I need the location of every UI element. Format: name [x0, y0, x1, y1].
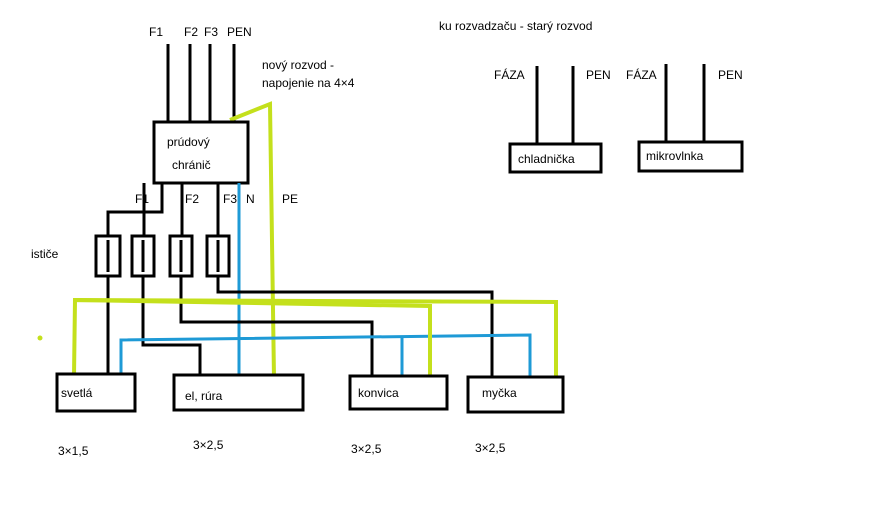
- feed-rura: [141, 276, 202, 378]
- cable-svetla: 3×1,5: [58, 444, 89, 458]
- old-mikrovlnka-phase-label: FÁZA: [626, 67, 657, 82]
- pe-distribution: [72, 297, 558, 378]
- old-box-chladnicka: [508, 142, 603, 174]
- load-box-konvica: [348, 374, 449, 411]
- rcd-box: [152, 120, 250, 185]
- rcd-out-f1-a: [106, 183, 146, 236]
- pe-wire-main: [229, 101, 276, 379]
- supply-label-f1: F1: [149, 25, 163, 39]
- feed-mycka: [216, 276, 494, 378]
- neutral-distribution: [119, 333, 532, 378]
- load-name-svetla: svetlá: [61, 386, 93, 400]
- rcd-label-line1: prúdový: [167, 135, 210, 149]
- load-box-rura: [172, 373, 305, 412]
- load-box-svetla: [55, 372, 137, 413]
- old-mikrovlnka-pen-label: PEN: [718, 68, 743, 82]
- rcd-out-label-f2: F2: [185, 192, 199, 206]
- green-dot-mark: [37, 335, 43, 341]
- rcd-out-label-pe: PE: [282, 192, 298, 206]
- rcd-out-f1-b: [144, 183, 164, 214]
- supply-label-pen: PEN: [227, 25, 252, 39]
- pe-konvica: [74, 298, 432, 378]
- load-name-rura: el, rúra: [185, 389, 223, 403]
- old-mikrovlnka-name: mikrovlnka: [646, 149, 704, 163]
- old-chladnicka-name: chladnička: [518, 152, 575, 166]
- cable-konvica: 3×2,5: [351, 442, 382, 456]
- old-chladnicka-phase-label: FÁZA: [494, 67, 525, 82]
- rcd-out-label-n: N: [246, 192, 255, 206]
- rcd-label-line2: chránič: [172, 158, 211, 172]
- load-name-mycka: myčka: [482, 386, 517, 400]
- supply-label-f3: F3: [204, 25, 218, 39]
- rcd-out-label-f3: F3: [223, 192, 237, 206]
- load-box-mycka: [466, 375, 565, 414]
- rcd-out-label-f1: F1: [135, 192, 149, 206]
- cable-mycka: 3×2,5: [475, 441, 506, 455]
- old-circuit-header: ku rozvadzaču - starý rozvod: [439, 19, 592, 33]
- new-circuit-note-line1: nový rozvod -: [262, 58, 334, 72]
- load-name-konvica: konvica: [358, 386, 399, 400]
- old-chladnicka-pen-label: PEN: [586, 68, 611, 82]
- new-circuit-note-line2: napojenie na 4×4: [262, 76, 355, 90]
- supply-label-f2: F2: [184, 25, 198, 39]
- cable-rura: 3×2,5: [193, 438, 224, 452]
- old-box-mikrovlnka: [637, 140, 744, 173]
- breakers-label: ističe: [31, 247, 59, 261]
